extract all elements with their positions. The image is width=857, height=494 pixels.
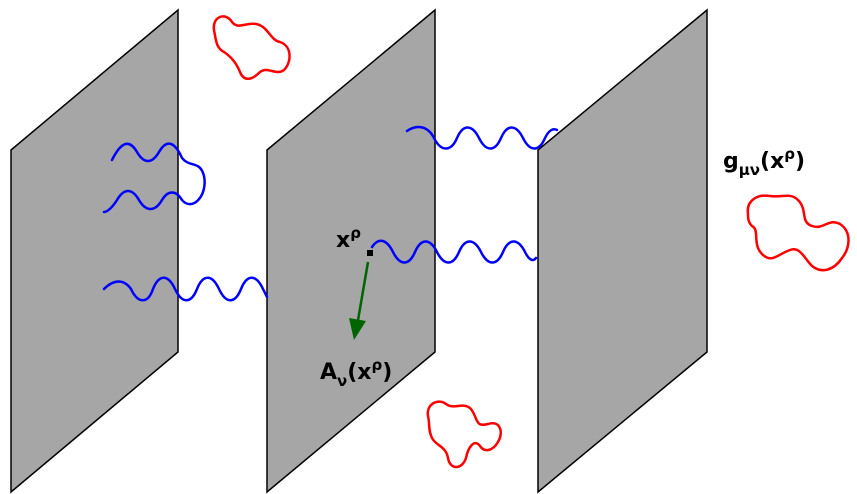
open-string-left-middle bbox=[102, 276, 269, 302]
open-string-middle-right-lower bbox=[370, 239, 538, 264]
gauge-arrow-shaft bbox=[355, 261, 370, 327]
closed-string-right bbox=[746, 194, 850, 272]
open-string-loop-left bbox=[102, 142, 206, 214]
label-gauge-field: Aν(xρ) bbox=[320, 356, 392, 390]
open-string-middle-right-upper bbox=[405, 125, 559, 150]
brane-middle bbox=[266, 8, 436, 494]
brane-right bbox=[537, 8, 708, 494]
label-metric: gμν(xρ) bbox=[723, 145, 805, 179]
closed-string-bottom bbox=[426, 400, 502, 469]
point-marker bbox=[367, 250, 373, 256]
closed-string-top bbox=[212, 15, 291, 80]
label-position: xρ bbox=[336, 224, 361, 253]
brane-left bbox=[10, 8, 179, 494]
gauge-arrow-head bbox=[349, 318, 366, 340]
